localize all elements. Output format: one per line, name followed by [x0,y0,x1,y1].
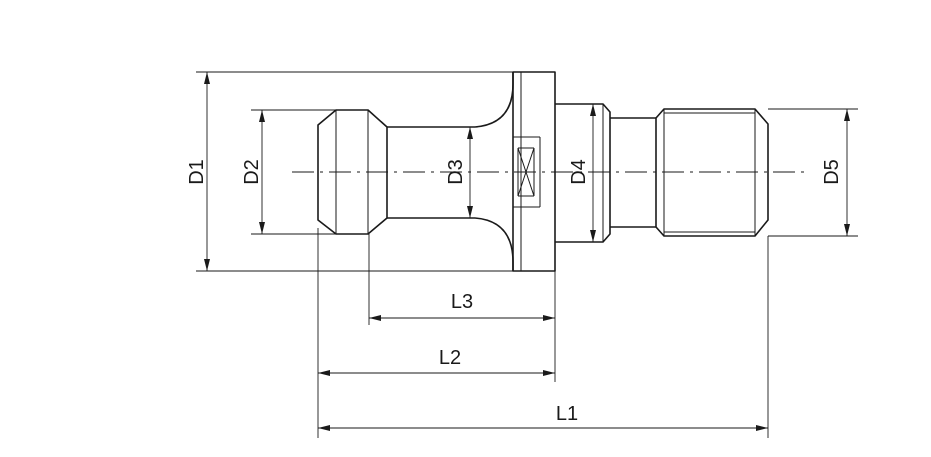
thread-section [655,108,769,237]
stud-collar [555,103,611,243]
dimension-d2 [259,110,265,234]
extension-lines [196,71,858,438]
dimension-d4 [590,104,596,242]
dimension-l1 [318,425,768,431]
dimension-l3 [369,315,555,321]
label-d4: D4 [568,159,590,185]
label-d1: D1 [186,159,208,185]
dimension-l2 [318,370,555,376]
label-d3: D3 [445,159,467,185]
label-d5: D5 [821,159,843,185]
dimension-d1 [204,72,210,271]
label-l3: L3 [451,291,473,313]
wrench-flats [513,136,541,208]
label-l2: L2 [439,347,461,369]
neck-fillet [474,72,514,128]
label-d2: D2 [241,159,263,185]
dimension-d3 [467,127,473,218]
dimension-d5 [844,109,850,236]
pull-stud-outline [317,71,769,272]
label-l1: L1 [556,403,578,425]
